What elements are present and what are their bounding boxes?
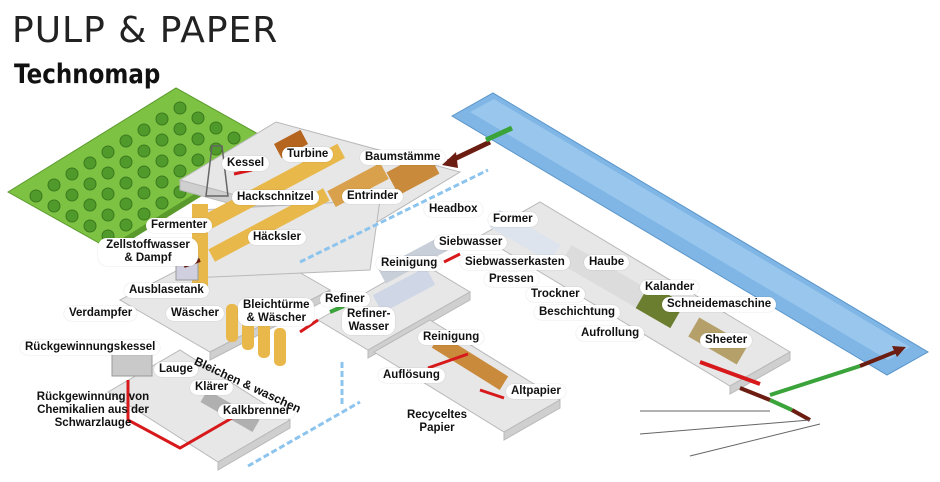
tree [155, 196, 169, 210]
label-ausblasetank: Ausblasetank [124, 283, 209, 298]
label-hackschnitzel: Hackschnitzel [232, 190, 319, 205]
tree [137, 186, 151, 200]
tree [173, 164, 187, 178]
label-kalander: Kalander [640, 280, 700, 295]
tree [47, 199, 61, 213]
label-beschichtung: Beschichtung [534, 305, 621, 320]
label-lauge: Lauge [154, 362, 198, 377]
tree [227, 131, 241, 145]
label-pressen: Pressen [484, 272, 539, 287]
label-altpapier: Altpapier [506, 384, 566, 399]
label-waescher: Wäscher [166, 306, 224, 321]
recovery-boiler [111, 353, 153, 377]
platform-recovery-side [217, 419, 291, 471]
arrow-discharge [892, 346, 906, 357]
platform-recycling-side [503, 399, 561, 441]
label-rueckgewinnung: Rückgewinnung von Chemikalien aus der Sc… [36, 391, 150, 429]
tree [173, 143, 187, 157]
recycling-conveyor [431, 334, 509, 390]
chip-conveyor [205, 143, 345, 229]
label-siebwasserkasten: Siebwasserkasten [460, 255, 570, 270]
tree [209, 121, 223, 135]
label-kessel: Kessel [222, 156, 270, 171]
refiner-unit [372, 267, 436, 313]
tree [155, 154, 169, 168]
tree [101, 208, 115, 222]
tree [137, 165, 151, 179]
tree [173, 122, 187, 136]
label-kalkbrenner: Kalkbrenner [218, 404, 296, 419]
label-trockner: Trockner [526, 287, 585, 302]
chemical-return-line [126, 380, 233, 450]
leader-lines [639, 410, 821, 457]
label-headbox: Headbox [424, 202, 483, 217]
page-subtitle: Technomap [14, 60, 161, 90]
tree [191, 132, 205, 146]
label-fermenter: Fermenter [146, 218, 213, 233]
tree [119, 218, 133, 232]
label-recyceltes-papier: Recyceltes Papier [406, 409, 468, 434]
tree [101, 166, 115, 180]
tree [191, 153, 205, 167]
label-turbine: Turbine [282, 147, 334, 162]
label-entrinder: Entrinder [342, 189, 404, 204]
tree [65, 167, 79, 181]
arrow-logs [442, 152, 458, 168]
tree [47, 178, 61, 192]
bleach-tower-4 [274, 328, 286, 366]
label-aufloesung: Auflösung [378, 368, 445, 383]
label-zellstoffwasser: Zellstoffwasser & Dampf [98, 238, 198, 266]
pylon [205, 145, 229, 197]
label-haube: Haube [584, 255, 630, 270]
tree [119, 134, 133, 148]
label-aufrollung: Aufrollung [576, 326, 645, 341]
tree [83, 156, 97, 170]
label-baumstaemme: Baumstämme [360, 150, 446, 165]
label-reinigung-top: Reinigung [376, 256, 443, 271]
tree [83, 198, 97, 212]
tree [101, 187, 115, 201]
label-haecksler: Häcksler [248, 230, 306, 245]
platform-papermachine-side [729, 351, 791, 395]
tree [155, 112, 169, 126]
tree [191, 111, 205, 125]
tree [65, 188, 79, 202]
tree [155, 133, 169, 147]
page-title: PULP & PAPER [12, 10, 279, 51]
tree [29, 189, 43, 203]
dryer-section [560, 244, 650, 310]
tree [137, 207, 151, 221]
label-klaerer: Klärer [190, 380, 234, 395]
label-reinigung-bottom: Reinigung [418, 330, 485, 345]
tree [119, 197, 133, 211]
label-refiner-wasser: Refiner- Wasser [342, 307, 396, 335]
tree [155, 175, 169, 189]
label-rueckgewinnungskessel: Rückgewinnungskessel [20, 340, 161, 355]
label-schneidemaschine: Schneidemaschine [662, 297, 777, 312]
tree [173, 101, 187, 115]
label-bleichtuerme: Bleichtürme & Wäscher [238, 298, 315, 326]
tree [65, 209, 79, 223]
tree [119, 176, 133, 190]
bleach-tower-1 [226, 304, 238, 342]
tree [119, 155, 133, 169]
tree [137, 123, 151, 137]
river-highlight [470, 99, 910, 360]
label-refiner: Refiner [320, 292, 370, 307]
label-verdampfer: Verdampfer [64, 306, 138, 321]
water-pipes [247, 168, 489, 468]
tree [83, 219, 97, 233]
tree [101, 145, 115, 159]
label-sheeter: Sheeter [700, 333, 753, 348]
tree [137, 144, 151, 158]
label-siebwasser: Siebwasser [434, 235, 508, 250]
label-former: Former [488, 212, 538, 227]
bleach-tower-3 [258, 320, 270, 358]
tree [83, 177, 97, 191]
chip-conveyor-2 [208, 188, 330, 262]
